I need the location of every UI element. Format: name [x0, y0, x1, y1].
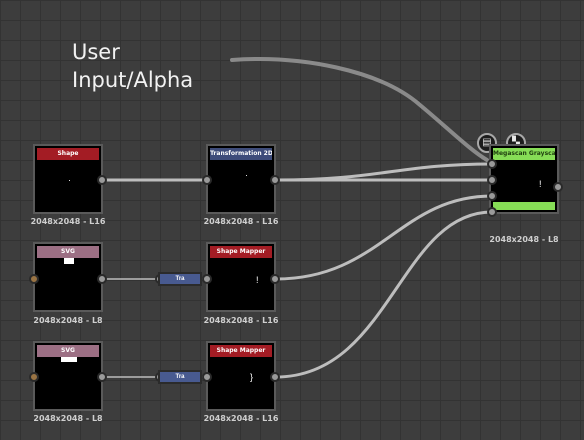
node-output-progress-bar — [493, 202, 555, 210]
node-transformation-preview: · — [245, 170, 248, 180]
node-shape-mapper-1-title: Shape Mapper — [210, 246, 272, 258]
node-shape-mapper-2[interactable]: Shape Mapper } — [206, 341, 276, 411]
node-tra-2[interactable]: Tra — [158, 370, 202, 384]
node-svg-1[interactable]: SVG — [33, 242, 103, 312]
node-svg-2-preview — [61, 357, 77, 362]
node-shape-mapper-2-preview: } — [250, 372, 254, 382]
node-shape-mapper-2-resolution: 2048x2048 - L16 — [203, 414, 279, 423]
node-svg-2-resolution: 2048x2048 - L8 — [33, 414, 103, 423]
node-transformation-resolution: 2048x2048 - L16 — [203, 217, 279, 226]
output-output-port[interactable] — [553, 182, 563, 192]
svg-1-output-port[interactable] — [97, 274, 107, 284]
node-tra-1[interactable]: Tra — [158, 272, 202, 286]
svg-1-input-port[interactable] — [29, 274, 39, 284]
node-transformation[interactable]: Transformation 2D · — [206, 144, 276, 214]
shape-mapper-1-input-port[interactable] — [202, 274, 212, 284]
node-output-resolution: 2048x2048 - L8 — [489, 235, 559, 244]
node-svg-1-resolution: 2048x2048 - L8 — [33, 316, 103, 325]
node-shape-mapper-1-preview: ! — [256, 275, 259, 285]
wire-mapper1-to-output — [275, 194, 493, 281]
transformation-output-port[interactable] — [270, 175, 280, 185]
output-input-port-4[interactable] — [487, 207, 497, 217]
svg-2-input-port[interactable] — [29, 372, 39, 382]
wire-transform-to-output-2 — [275, 162, 493, 182]
output-input-port-1[interactable] — [487, 159, 497, 169]
annotation-line-2: Input/Alpha — [72, 68, 194, 92]
node-svg-1-preview — [64, 258, 74, 264]
node-svg-2[interactable]: SVG — [33, 341, 103, 411]
node-output-title: Megascan Grayscale — [493, 148, 555, 160]
node-shape-resolution: 2048x2048 - L16 — [30, 217, 106, 226]
node-shape-preview: · — [68, 175, 71, 185]
node-transformation-title: Transformation 2D — [210, 148, 272, 160]
node-shape-mapper-1-resolution: 2048x2048 - L16 — [203, 316, 279, 325]
svg-2-output-port[interactable] — [97, 372, 107, 382]
shape-output-port[interactable] — [97, 175, 107, 185]
output-input-port-2[interactable] — [487, 175, 497, 185]
node-shape-mapper-1[interactable]: Shape Mapper ! — [206, 242, 276, 312]
shape-mapper-2-input-port[interactable] — [202, 372, 212, 382]
node-svg-1-title: SVG — [37, 246, 99, 258]
node-shape-title: Shape — [37, 148, 99, 160]
node-shape[interactable]: Shape · — [33, 144, 103, 214]
shape-mapper-2-output-port[interactable] — [270, 372, 280, 382]
wire-mapper2-to-output — [275, 210, 493, 379]
node-shape-mapper-2-title: Shape Mapper — [210, 345, 272, 357]
annotation-text: User Input/Alpha — [72, 38, 193, 94]
node-svg-2-title: SVG — [37, 345, 99, 357]
annotation-line-1: User — [72, 40, 120, 64]
node-output[interactable]: Megascan Grayscale ! — [489, 144, 559, 214]
output-input-port-3[interactable] — [487, 191, 497, 201]
node-output-preview: ! — [539, 179, 542, 189]
shape-mapper-1-output-port[interactable] — [270, 274, 280, 284]
transformation-input-port[interactable] — [202, 175, 212, 185]
